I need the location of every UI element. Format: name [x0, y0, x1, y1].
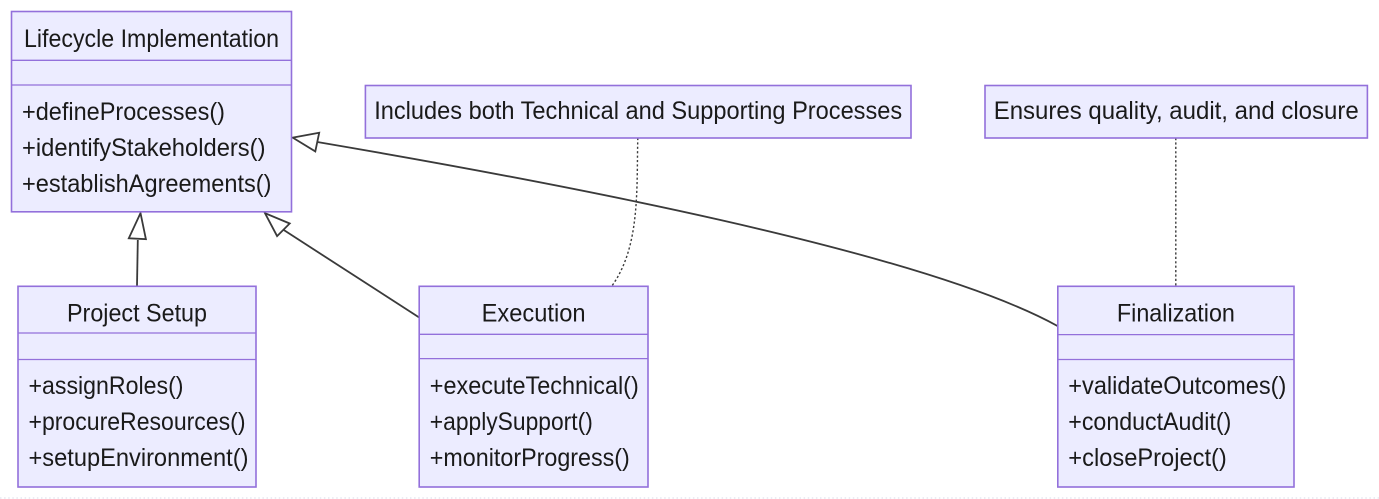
- svg-text:+executeTechnical(): +executeTechnical(): [430, 372, 639, 400]
- svg-text:+assignRoles(): +assignRoles(): [29, 372, 184, 400]
- svg-text:+establishAgreements(): +establishAgreements(): [22, 170, 272, 198]
- svg-text:+closeProject(): +closeProject(): [1068, 444, 1227, 472]
- svg-text:Finalization: Finalization: [1117, 300, 1235, 328]
- svg-text:+validateOutcomes(): +validateOutcomes(): [1068, 372, 1286, 400]
- svg-text:Execution: Execution: [482, 300, 586, 328]
- svg-text:+defineProcesses(): +defineProcesses(): [22, 98, 225, 126]
- svg-text:+identifyStakeholders(): +identifyStakeholders(): [22, 134, 266, 162]
- svg-text:Lifecycle Implementation: Lifecycle Implementation: [24, 25, 279, 53]
- svg-text:+procureResources(): +procureResources(): [29, 408, 246, 436]
- svg-text:Project Setup: Project Setup: [67, 300, 207, 328]
- svg-text:Ensures quality, audit, and cl: Ensures quality, audit, and closure: [994, 97, 1359, 125]
- svg-text:+conductAudit(): +conductAudit(): [1068, 408, 1231, 436]
- svg-text:Includes both Technical and Su: Includes both Technical and Supporting P…: [374, 97, 902, 125]
- svg-text:+applySupport(): +applySupport(): [430, 408, 593, 436]
- svg-text:+monitorProgress(): +monitorProgress(): [430, 444, 630, 472]
- svg-text:+setupEnvironment(): +setupEnvironment(): [29, 444, 249, 472]
